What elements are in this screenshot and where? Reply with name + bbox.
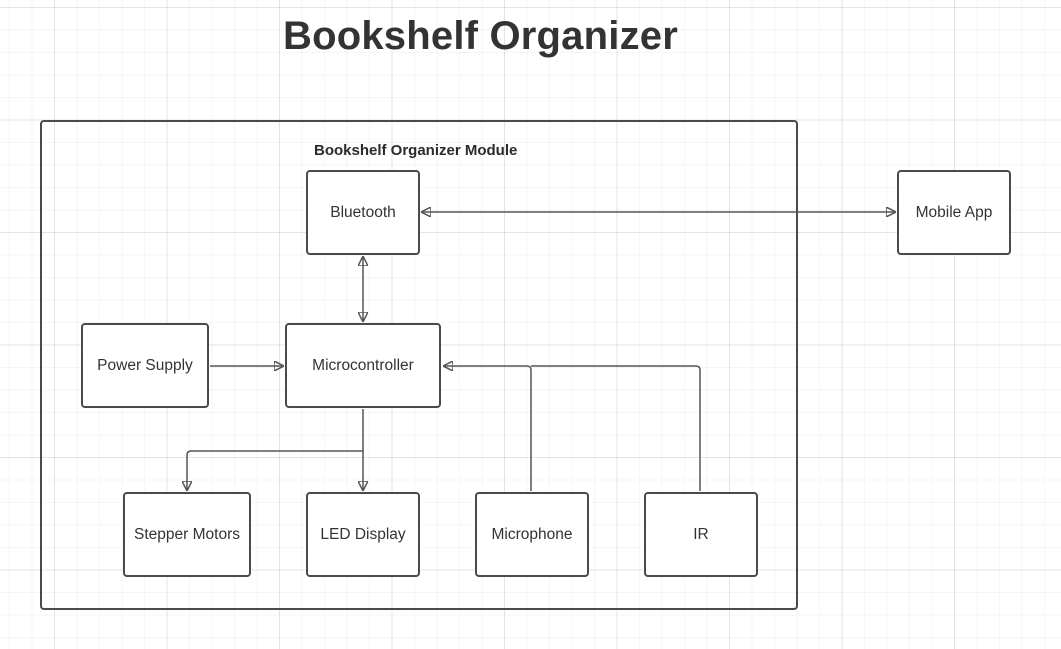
- diagram-title: Bookshelf Organizer: [283, 14, 678, 58]
- stepper-motors-node: Stepper Motors: [123, 492, 251, 577]
- edge-microcontroller-stepper-motors: [187, 409, 364, 490]
- microphone-node: Microphone: [475, 492, 589, 577]
- edge-ir-microcontroller: [531, 365, 701, 491]
- mobile-app-node: Mobile App: [897, 170, 1011, 255]
- module-label: Bookshelf Organizer Module: [314, 142, 518, 159]
- edge-microphone-microcontroller: [444, 366, 532, 491]
- microcontroller-node: Microcontroller: [285, 323, 441, 408]
- bluetooth-node: Bluetooth: [306, 170, 420, 255]
- ir-node: IR: [644, 492, 758, 577]
- led-display-node: LED Display: [306, 492, 420, 577]
- power-supply-node: Power Supply: [81, 323, 209, 408]
- module-container: [40, 120, 798, 610]
